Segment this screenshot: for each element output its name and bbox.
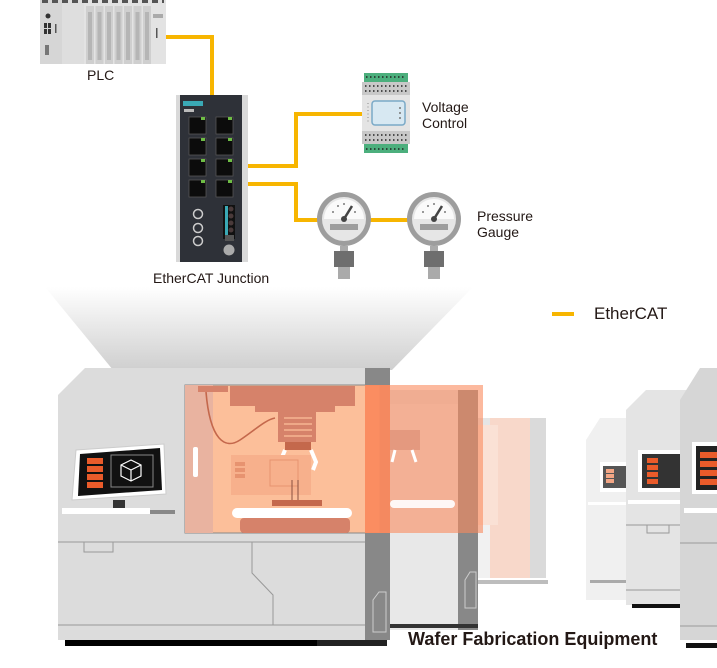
wire-junction-to-voltage-v (294, 112, 298, 168)
legend-ethercat-label: EtherCAT (594, 304, 668, 323)
voltage-control-label-line2: Control (422, 115, 468, 131)
wire-junction-to-gauge-v (294, 182, 298, 222)
plc-top-connectors (42, 0, 164, 3)
port-led (201, 117, 205, 120)
port-led (228, 138, 232, 141)
ethernet-port (188, 179, 207, 198)
pressure-gauge-icon (317, 192, 371, 279)
port-led (228, 159, 232, 162)
port-led (201, 180, 205, 183)
ethercat-junction-device (176, 95, 248, 262)
wire-junction-to-voltage-h2 (294, 112, 364, 116)
pressure-gauge-label: Pressure Gauge (477, 208, 533, 240)
plc-io-slot-stripe (126, 12, 130, 60)
port-led (201, 138, 205, 141)
wire-junction-to-voltage-h1 (248, 164, 298, 168)
ethernet-port (215, 179, 234, 198)
voltage-control-label-line1: Voltage (422, 99, 469, 115)
diagram-title: Wafer Fabrication Equipment (408, 629, 658, 649)
junction-label: EtherCAT Junction (153, 270, 270, 286)
wire-plc-to-junction-v (210, 35, 214, 98)
ethernet-port (215, 116, 234, 135)
ethernet-port (188, 116, 207, 135)
port-led (228, 117, 232, 120)
screen-menu-bars (87, 458, 103, 488)
legend: EtherCAT (552, 303, 712, 325)
plc-rack-icon (40, 0, 166, 64)
plc-label: PLC (87, 67, 115, 83)
port-led (201, 159, 205, 162)
machine-base (65, 640, 317, 646)
legend-ethercat-swatch (552, 312, 574, 316)
din-rail-module-icon (362, 73, 410, 153)
pressure-gauge-label-line1: Pressure (477, 208, 534, 224)
voltage-control-device (362, 73, 410, 153)
ethernet-port (215, 137, 234, 156)
plc-io-slot-stripe (116, 12, 121, 60)
port-led (228, 180, 232, 183)
ethernet-switch-icon (176, 95, 248, 262)
pressure-gauge-2 (406, 192, 462, 282)
pressure-gauge-icon (407, 192, 461, 279)
ethernet-port (188, 158, 207, 177)
wire-junction-to-gauge-h1 (248, 182, 298, 186)
ethernet-port (188, 137, 207, 156)
plc-io-slot-stripe (135, 12, 140, 60)
voltage-control-label: Voltage Control (422, 99, 469, 131)
plc-io-slot-stripe (145, 12, 149, 60)
wire-plc-to-junction-h (166, 35, 214, 39)
plc-device (40, 0, 166, 64)
ethernet-port (215, 158, 234, 177)
plc-io-slot-stripe (88, 12, 92, 60)
pressure-gauge-1 (316, 192, 372, 282)
plc-io-slot-stripe (97, 12, 102, 60)
plc-io-slot-stripe (107, 12, 111, 60)
pressure-gauge-label-line2: Gauge (477, 224, 520, 240)
machine-right-3 (680, 368, 717, 648)
cube-icon (120, 459, 142, 482)
